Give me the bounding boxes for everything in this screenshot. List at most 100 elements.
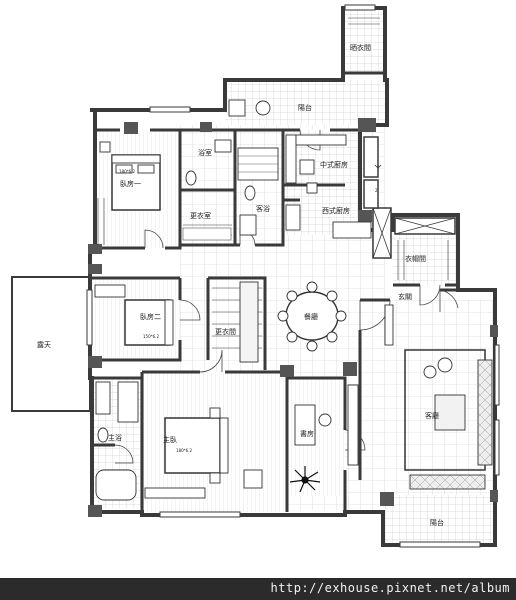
label-study: 書房 — [300, 429, 314, 438]
column — [490, 490, 498, 502]
bed-2-headboard — [164, 299, 174, 346]
master-bath-wall — [92, 376, 142, 447]
coffee-table — [434, 394, 466, 431]
bedroom2-wall — [92, 276, 182, 362]
tv-wall — [477, 359, 493, 466]
master-chair — [243, 469, 263, 489]
living-wall — [358, 298, 390, 480]
walkin-mid-rack — [239, 281, 259, 363]
window — [399, 541, 481, 548]
watermark-url: http://exhouse.pixnet.net/album — [270, 581, 510, 595]
shaft-cross — [372, 207, 392, 259]
walls — [88, 6, 497, 547]
terrace-outline — [11, 276, 91, 412]
furniture — [94, 17, 493, 501]
master-size: 180*6.2 — [176, 448, 192, 453]
window — [494, 344, 500, 406]
shafts — [363, 136, 456, 259]
west-kitchen-counter — [285, 204, 301, 231]
label-closet-room: 衣帽間 — [405, 254, 426, 263]
column — [343, 362, 357, 376]
label-walkin-top: 更衣室 — [190, 211, 211, 220]
dining-chair — [326, 290, 338, 302]
room-labels: 晒衣間 陽台 浴室 中式廚房 西式廚房 臥房一 更衣室 客浴 衣帽間 餐廳 玄關… — [37, 43, 444, 527]
walkin-shelf — [182, 227, 232, 241]
armchair — [423, 365, 437, 379]
nightstand — [209, 407, 221, 419]
study-desk — [294, 404, 316, 446]
sofa — [409, 474, 486, 490]
label-dining: 餐廳 — [304, 312, 318, 321]
dining-chair — [286, 331, 298, 343]
armchair — [437, 357, 453, 373]
stove — [299, 159, 315, 175]
label-kitchen-cn: 中式廚房 — [320, 160, 348, 169]
nightstand — [209, 472, 221, 484]
laundry-floor — [343, 8, 385, 73]
dining-chair — [286, 290, 298, 302]
column — [358, 210, 372, 222]
dining-chair — [326, 331, 338, 343]
living-floor — [360, 300, 495, 495]
balcony-bottom-floor — [383, 495, 495, 545]
label-walkin-mid: 更衣間 — [215, 327, 236, 336]
label-bath-top: 浴室 — [198, 148, 212, 157]
column — [88, 356, 102, 368]
closet-rails — [397, 240, 449, 280]
window — [159, 511, 241, 518]
label-bedroom1: 臥房一 — [120, 179, 141, 188]
door-swing — [419, 284, 441, 306]
door-swing — [114, 444, 134, 464]
shaft-box — [363, 179, 379, 209]
entrance-double-door — [439, 289, 459, 312]
study-shelf — [347, 384, 359, 466]
window — [86, 289, 93, 346]
dining-chair — [306, 340, 318, 352]
shaft-cross — [394, 217, 456, 235]
bed1-size: 180*6.2 — [119, 169, 135, 174]
kitchen-wall — [281, 130, 345, 202]
column — [358, 118, 376, 132]
pillow — [137, 164, 155, 174]
label-master-bedroom: 主臥 — [163, 435, 177, 444]
bed2-size: 150*6.2 — [143, 334, 159, 339]
column — [88, 505, 102, 517]
walkin-mid-wall — [206, 276, 267, 370]
washer — [255, 100, 271, 116]
label-master-bath: 主浴 — [108, 433, 122, 442]
desk-bedroom2 — [94, 284, 126, 298]
column — [88, 264, 102, 274]
up-number: 2 — [375, 188, 378, 193]
toilet — [244, 185, 256, 201]
column — [124, 122, 138, 134]
fridge — [306, 182, 318, 194]
laundry-rack — [348, 17, 380, 25]
walkin-wall — [178, 190, 237, 247]
nightstand — [99, 141, 111, 153]
shower-tiles — [238, 155, 278, 173]
dining-chair — [306, 281, 318, 293]
columns — [88, 118, 498, 517]
window — [344, 4, 376, 11]
column — [280, 365, 294, 377]
window — [494, 419, 500, 476]
door-swing — [144, 229, 164, 249]
column — [88, 244, 102, 254]
window — [149, 106, 191, 113]
label-balcony-bottom: 陽台 — [430, 518, 444, 527]
plant — [289, 466, 321, 493]
kitchen-counter — [295, 134, 347, 146]
guest-bath-wall — [235, 128, 285, 247]
bed-1 — [111, 154, 161, 211]
entrance-cabinet — [384, 304, 394, 346]
water-heater — [228, 99, 246, 117]
label-guest-bath: 客浴 — [256, 204, 270, 213]
column — [200, 122, 212, 132]
door-swing — [179, 299, 201, 321]
toilet — [97, 427, 109, 443]
bed-2 — [124, 299, 171, 346]
shower-master — [117, 381, 139, 423]
column — [490, 325, 498, 337]
label-balcony-top: 陽台 — [298, 103, 312, 112]
bedroom1-wall — [95, 128, 182, 250]
